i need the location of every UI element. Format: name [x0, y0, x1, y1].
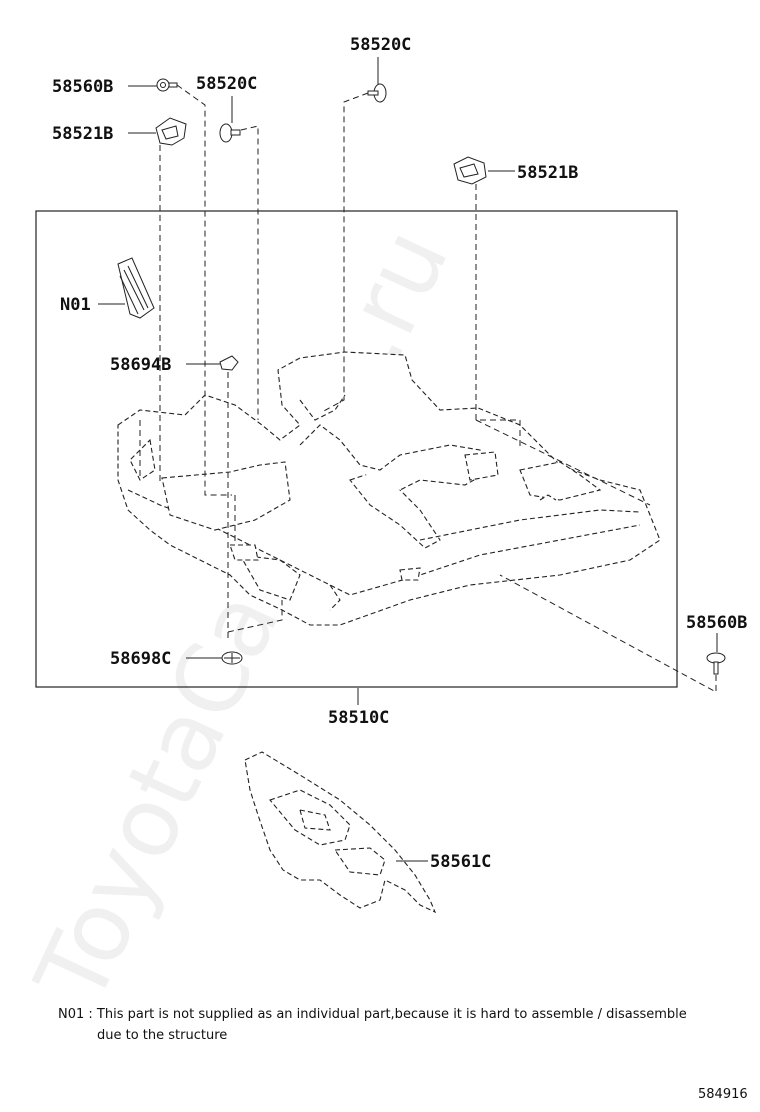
clip-58520C-left[interactable] [219, 123, 241, 143]
label-58521B-left[interactable]: 58521B [52, 124, 113, 144]
console-carpet-58561C[interactable] [244, 751, 437, 914]
clip-58694B[interactable] [219, 355, 239, 371]
label-N01[interactable]: N01 [60, 295, 91, 315]
floor-carpet-58510C[interactable] [117, 351, 661, 626]
footnote-line-2: due to the structure [97, 1028, 227, 1043]
assembly-frame [35, 210, 678, 688]
label-58694B[interactable]: 58694B [110, 355, 171, 375]
label-58560B-top[interactable]: 58560B [52, 77, 113, 97]
label-58561C[interactable]: 58561C [430, 852, 491, 872]
label-58560B-right[interactable]: 58560B [686, 613, 747, 633]
label-58521B-right[interactable]: 58521B [517, 163, 578, 183]
clip-58520C-top[interactable] [367, 83, 387, 103]
label-58698C[interactable]: 58698C [110, 649, 171, 669]
label-58520C-left[interactable]: 58520C [196, 74, 257, 94]
hook-58521B-right[interactable] [453, 156, 487, 185]
pad-N01[interactable] [117, 257, 155, 319]
diagram-ref-number: 584916 [698, 1087, 748, 1102]
clip-58698C[interactable] [221, 651, 243, 665]
watermark: ToyotaCarMine.ru [14, 212, 470, 1020]
hook-58521B-left[interactable] [155, 117, 187, 146]
leader-lines [98, 57, 718, 862]
footnote-line-1: N01 : This part is not supplied as an in… [58, 1007, 687, 1022]
installation-lines [139, 84, 717, 693]
label-58510C[interactable]: 58510C [328, 708, 389, 728]
label-58520C-top[interactable]: 58520C [350, 35, 411, 55]
grommet-58560B-right[interactable] [706, 652, 726, 675]
grommet-58560B-top[interactable] [156, 78, 178, 92]
